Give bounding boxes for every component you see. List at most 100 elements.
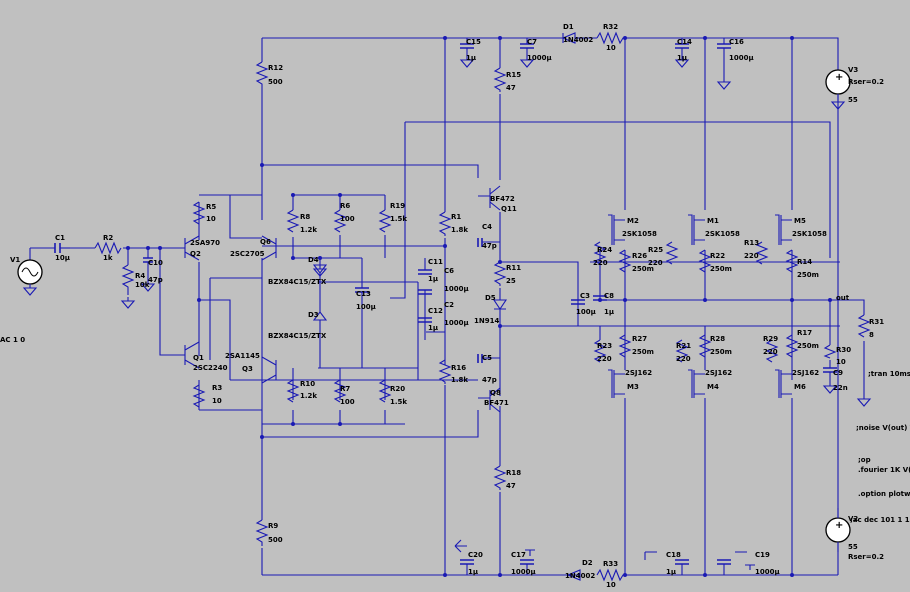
component-labels: V1 AC 1 0 C1 10µ R2 1k R4 10k C10 47p R5… [0, 23, 884, 589]
q6-model: 2SC2705 [230, 250, 265, 258]
d1-name: D1 [563, 23, 574, 31]
c16-name: C16 [729, 38, 744, 46]
c6-value: 1000µ [444, 285, 469, 293]
svg-text:+: + [835, 72, 843, 83]
m1-name: M1 [707, 217, 719, 225]
c6-name: C6 [444, 267, 454, 275]
transistors [184, 185, 792, 413]
m5-name: M5 [794, 217, 806, 225]
sources: + + [17, 69, 851, 552]
r11-name: R11 [506, 264, 521, 272]
resistors [94, 31, 871, 582]
out-label: out [836, 294, 850, 302]
d5-name: D5 [485, 294, 496, 302]
r3-name: R3 [212, 384, 222, 392]
r29-value: 220 [763, 348, 778, 356]
c19-value: 1000µ [755, 568, 780, 576]
r31-value: 8 [869, 331, 874, 339]
v3-param: Rser=0.2 [848, 78, 884, 86]
v1-name: V1 [10, 256, 20, 264]
q1-name: Q1 [193, 354, 204, 362]
r8-name: R8 [300, 213, 310, 221]
q2-model: 2SA970 [190, 239, 220, 247]
c9-name: C9 [833, 369, 843, 377]
r29-name: R29 [763, 335, 778, 343]
r10-value: 1.2k [300, 392, 317, 400]
r25-name: R25 [648, 246, 663, 254]
c8-name: C8 [604, 292, 614, 300]
r1-name: R1 [451, 213, 461, 221]
c15-value: 1µ [466, 54, 476, 62]
m6-name: M6 [794, 383, 806, 391]
c20-value: 1µ [468, 568, 478, 576]
r30-value: 10 [836, 358, 846, 366]
directive-ac: ;ac dec 101 1 1 [850, 516, 910, 524]
d4-model: BZX84C15/ZTX [268, 278, 327, 286]
r32-name: R32 [603, 23, 618, 31]
c7-value: 1000µ [527, 54, 552, 62]
m2-name: M2 [627, 217, 639, 225]
c13-value: 100µ [356, 303, 376, 311]
r7-value: 100 [340, 398, 355, 406]
r16-name: R16 [451, 364, 466, 372]
r25-value: 220 [648, 259, 663, 267]
d5-model: 1N914 [474, 317, 499, 325]
r15-value: 47 [506, 84, 516, 92]
c4-value: 47p [482, 242, 497, 250]
r12-name: R12 [268, 64, 283, 72]
r6-name: R6 [340, 202, 350, 210]
v2-param: Rser=0.2 [848, 553, 884, 561]
c16-value: 1000µ [729, 54, 754, 62]
m4-name: M4 [707, 383, 719, 391]
c4-name: C4 [482, 223, 492, 231]
m6-model: 2SJ162 [792, 369, 819, 377]
q11-model: BF472 [490, 195, 515, 203]
d4-name: D4 [308, 256, 319, 264]
r2-value: 1k [103, 254, 113, 262]
r4-value: 10k [135, 281, 150, 289]
v2-value: 55 [848, 543, 858, 551]
q6-name: Q6 [260, 238, 271, 246]
r20-value: 1.5k [390, 398, 407, 406]
m2-model: 2SK1058 [622, 230, 657, 238]
grounds [23, 55, 871, 570]
c17-name: C17 [511, 551, 526, 559]
c10-name: C10 [148, 259, 163, 267]
q1-model: 2SC2240 [193, 364, 228, 372]
r1-value: 1.8k [451, 226, 468, 234]
wires [29, 37, 865, 576]
q3-model: 2SA1145 [225, 352, 260, 360]
c20-name: C20 [468, 551, 483, 559]
r15-name: R15 [506, 71, 521, 79]
directive-noise: ;noise V(out) V1 d [856, 424, 910, 432]
r8-value: 1.2k [300, 226, 317, 234]
r18-value: 47 [506, 482, 516, 490]
r27-value: 250m [632, 348, 654, 356]
d3-model: BZX84C15/ZTX [268, 332, 327, 340]
d2-model: 1N4002 [565, 572, 595, 580]
r10-name: R10 [300, 380, 315, 388]
r5-name: R5 [206, 203, 216, 211]
c14-value: 1µ [677, 54, 687, 62]
m1-model: 2SK1058 [705, 230, 740, 238]
r30-name: R30 [836, 346, 851, 354]
r19-value: 1.5k [390, 215, 407, 223]
capacitors [54, 43, 837, 565]
r9-name: R9 [268, 522, 278, 530]
q8-model: BF471 [484, 399, 509, 407]
r13-name: R13 [744, 239, 759, 247]
directive-op: ;op [858, 456, 871, 464]
c2-value: 1000µ [444, 319, 469, 327]
c14-name: C14 [677, 38, 692, 46]
r5-value: 10 [206, 215, 216, 223]
r28-name: R28 [710, 335, 725, 343]
c19-name: C19 [755, 551, 770, 559]
r7-name: R7 [340, 385, 350, 393]
r31-name: R31 [869, 318, 884, 326]
c11-name: C11 [428, 258, 443, 266]
q3-name: Q3 [242, 365, 253, 373]
r3-value: 10 [212, 397, 222, 405]
r20-name: R20 [390, 385, 405, 393]
c11-value: 1µ [428, 275, 438, 283]
r21-value: 220 [676, 355, 691, 363]
